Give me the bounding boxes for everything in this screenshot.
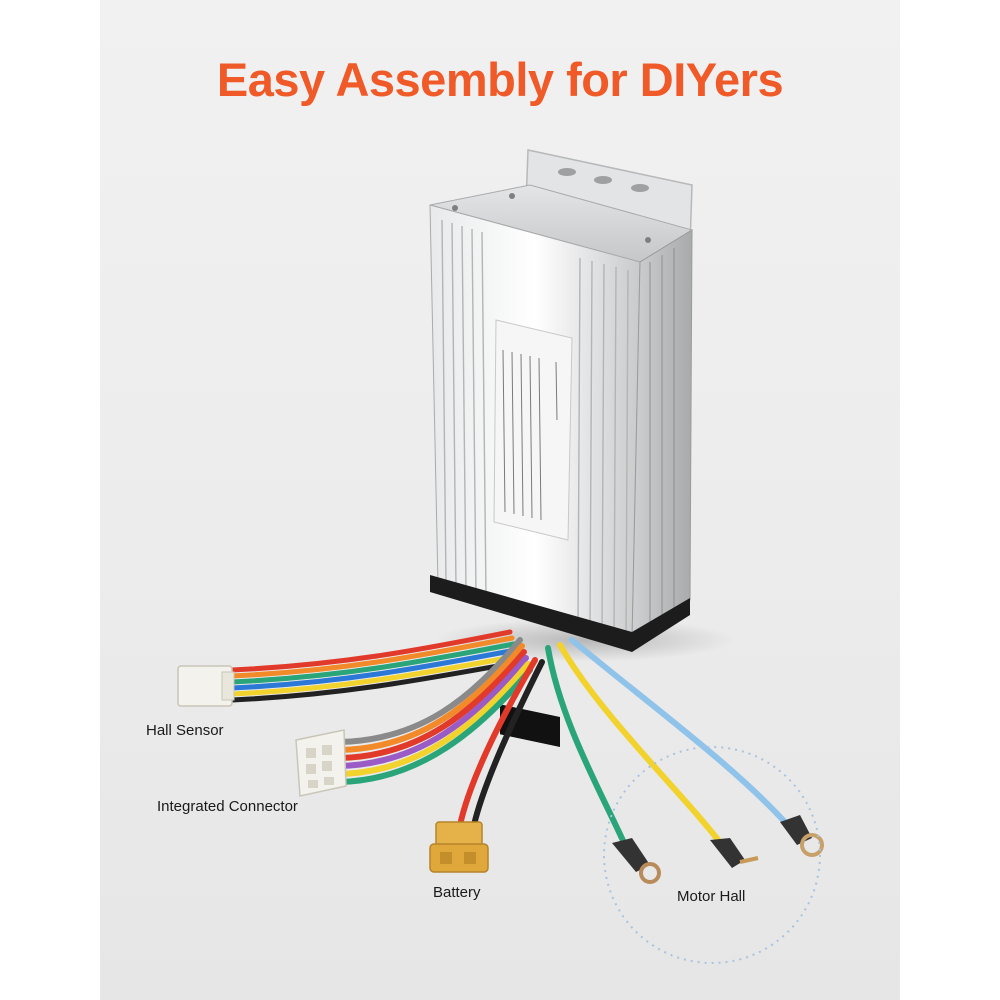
label-hall-sensor: Hall Sensor: [146, 722, 224, 739]
background-right: [900, 0, 1000, 1000]
integrated-connector: [295, 729, 347, 797]
motor-phase-wires: [545, 637, 795, 848]
battery-wires: [457, 657, 545, 828]
label-battery: Battery: [433, 884, 481, 901]
battery-connector: [429, 821, 489, 873]
controller-box: [429, 184, 694, 748]
ring-terminal-blue: [780, 815, 824, 857]
hall-sensor-wires: [229, 629, 523, 703]
spec-label: [493, 319, 573, 541]
background-left: [0, 0, 100, 1000]
ring-terminal-green: [612, 838, 661, 884]
headline: Easy Assembly for DIYers: [216, 53, 784, 106]
label-integrated-connector: Integrated Connector: [157, 798, 298, 815]
hall-sensor-connector: [177, 665, 235, 707]
integrated-connector-wires: [337, 637, 533, 785]
motor-hall-callout: [603, 746, 821, 964]
ring-terminal-yellow: [710, 838, 759, 868]
label-motor-hall: Motor Hall: [677, 888, 746, 905]
